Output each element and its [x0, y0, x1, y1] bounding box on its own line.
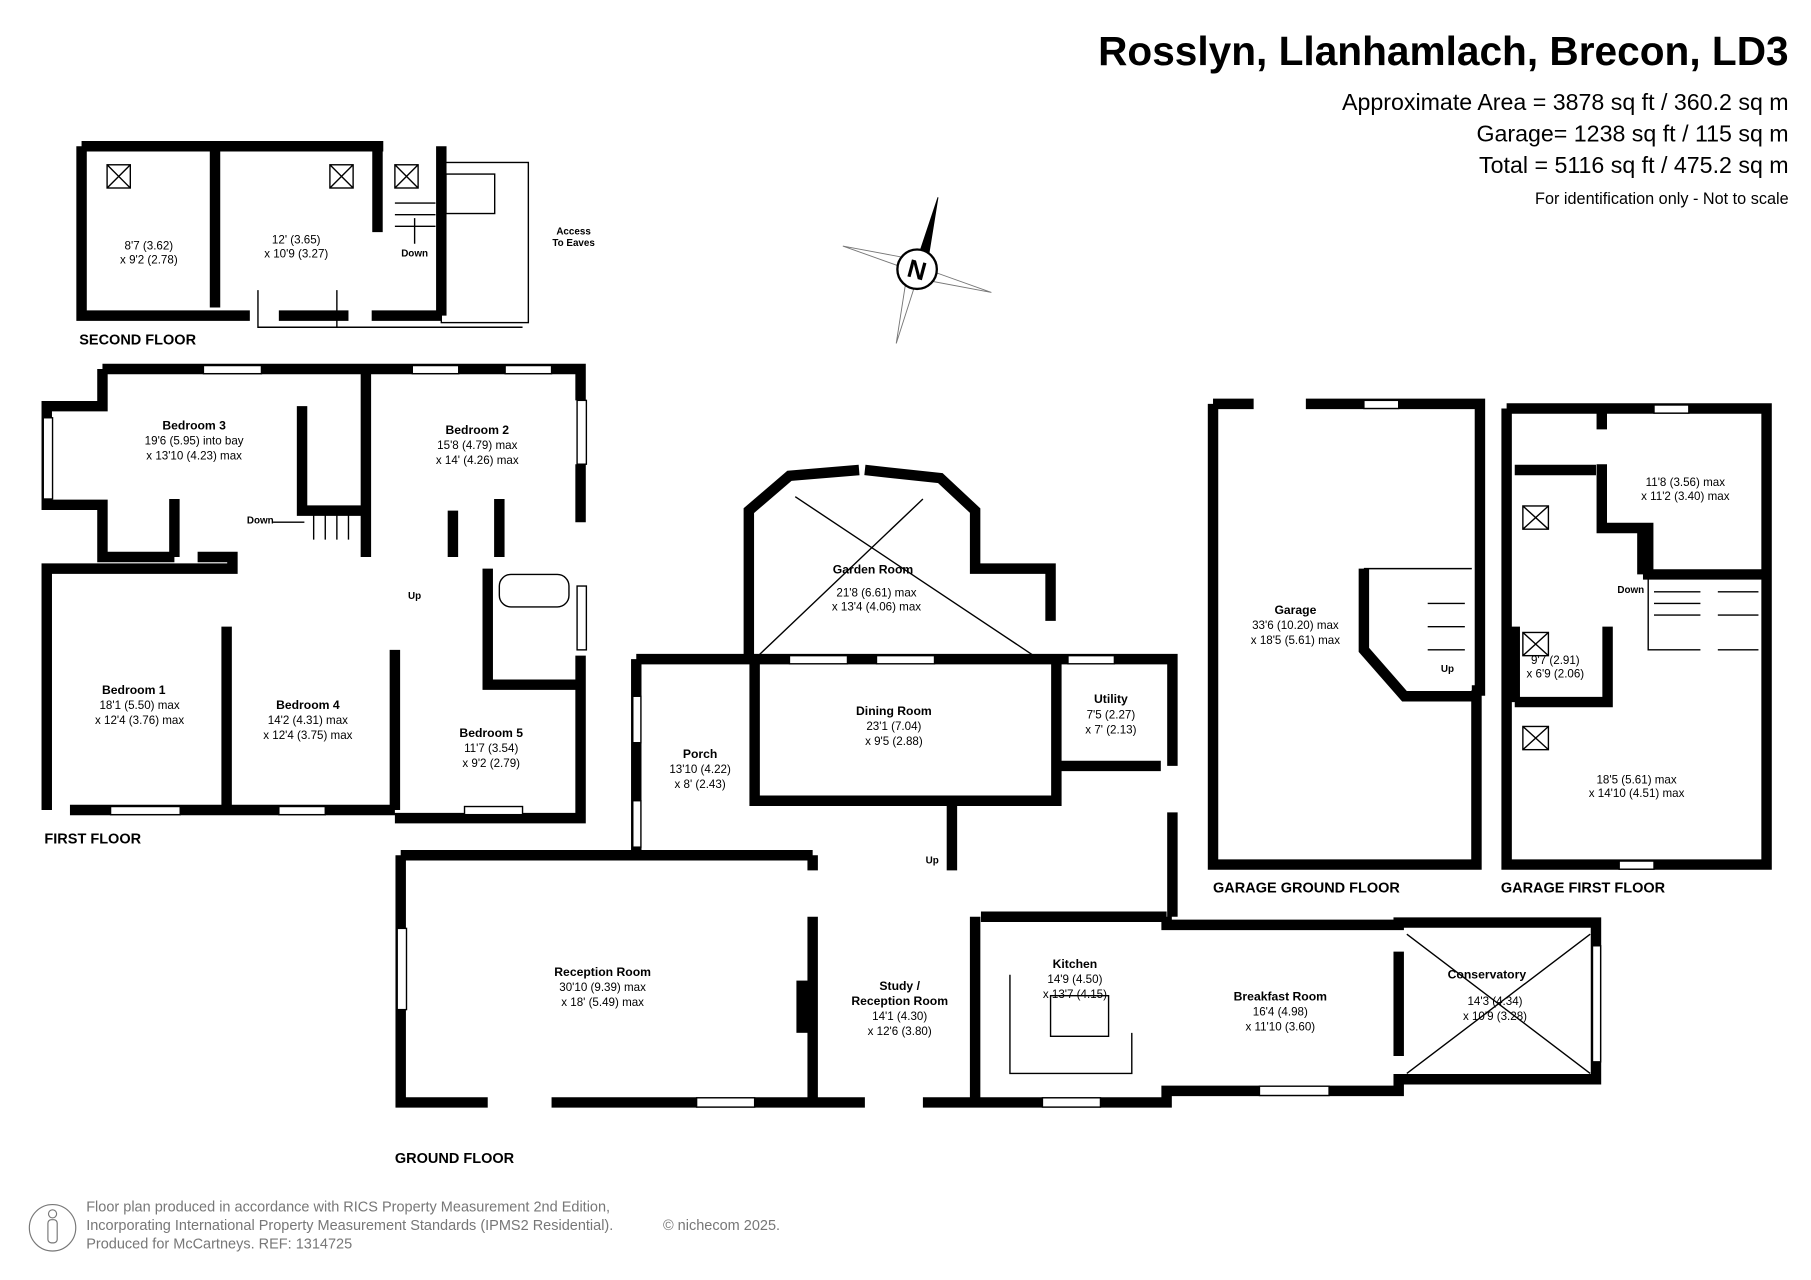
- second-room-b-dims: 12' (3.65): [272, 234, 321, 247]
- bedroom-4-dims: 14'2 (4.31) max: [268, 714, 348, 727]
- compass-icon: N: [842, 197, 992, 344]
- garage-dims: 33'6 (10.20) max: [1252, 619, 1339, 632]
- reception-room-label: Reception Room: [554, 965, 651, 979]
- floor-label-garage-first: GARAGE FIRST FLOOR: [1501, 880, 1666, 896]
- footer: Floor plan produced in accordance with R…: [28, 1200, 780, 1253]
- floor-label-ground: GROUND FLOOR: [395, 1151, 515, 1167]
- bedroom-5-dims-2: x 9'2 (2.79): [462, 757, 520, 770]
- header: Rosslyn, Llanhamlach, Brecon, LD3 Approx…: [1098, 28, 1789, 208]
- garage-label: Garage: [1274, 603, 1316, 617]
- bedroom-1-label: Bedroom 1: [102, 683, 166, 697]
- stairs-up-label: Up: [1441, 664, 1454, 675]
- person-logo-icon: [28, 1203, 77, 1252]
- conservatory-label: Conservatory: [1448, 967, 1527, 981]
- bedroom-2-dims: 15'8 (4.79) max: [437, 439, 517, 452]
- second-room-b-dims-2: x 10'9 (3.27): [264, 248, 328, 261]
- garden-room-dims: 21'8 (6.61) max: [836, 586, 916, 599]
- bedroom-1-dims: 18'1 (5.50) max: [99, 699, 179, 712]
- study-label: Study /: [879, 979, 920, 993]
- stairs-up-label: Up: [926, 855, 939, 866]
- breakfast-room-dims-2: x 11'10 (3.60): [1245, 1020, 1315, 1033]
- dining-room-label: Dining Room: [856, 704, 932, 718]
- utility-dims-2: x 7' (2.13): [1085, 723, 1136, 736]
- dining-room-dims-2: x 9'5 (2.88): [865, 735, 923, 748]
- stairs-up-label: Up: [408, 591, 421, 602]
- reception-room-dims: 30'10 (9.39) max: [559, 981, 646, 994]
- second-room-a-dims-2: x 9'2 (2.78): [120, 253, 178, 266]
- conservatory-dims-2: x 10'9 (3.28): [1463, 1010, 1527, 1023]
- conservatory-dims: 14'3 (4.34): [1467, 995, 1522, 1008]
- bedroom-3-dims: 19'6 (5.95) into bay: [145, 434, 244, 447]
- dining-room-dims: 23'1 (7.04): [866, 720, 921, 733]
- floor-label-garage-ground: GARAGE GROUND FLOOR: [1213, 880, 1400, 896]
- kitchen-label: Kitchen: [1053, 957, 1098, 971]
- footer-line-3: Produced for McCartneys. REF: 1314725: [86, 1237, 352, 1253]
- garage-first-room-a-dims: 11'8 (3.56) max: [1646, 476, 1726, 489]
- garage-first-room-b-dims-2: x 6'9 (2.06): [1527, 668, 1585, 681]
- porch-dims-2: x 8' (2.43): [675, 778, 726, 791]
- garage-first-room-c-dims: 18'5 (5.61) max: [1596, 773, 1676, 786]
- bedroom-2-label: Bedroom 2: [445, 423, 509, 437]
- approximate-area: Approximate Area = 3878 sq ft / 360.2 sq…: [1342, 89, 1789, 115]
- garage-first-room-c-dims-2: x 14'10 (4.51) max: [1589, 787, 1685, 800]
- breakfast-room-dims: 16'4 (4.98): [1253, 1005, 1308, 1018]
- utility-label: Utility: [1094, 692, 1128, 706]
- eaves-label: Access: [556, 226, 591, 237]
- garage-first-floor: 11'8 (3.56) max x 11'2 (3.40) max 9'7 (2…: [1501, 403, 1772, 896]
- bedroom-1-dims-2: x 12'4 (3.76) max: [95, 714, 184, 727]
- bedroom-3-dims-2: x 13'10 (4.23) max: [146, 450, 242, 463]
- floor-label-second: SECOND FLOOR: [79, 333, 196, 349]
- breakfast-room-label: Breakfast Room: [1234, 989, 1328, 1003]
- garage-first-room-a-dims-2: x 11'2 (3.40) max: [1641, 490, 1730, 503]
- study-dims-2: x 12'6 (3.80): [868, 1025, 932, 1038]
- utility-dims: 7'5 (2.27): [1087, 708, 1136, 721]
- bedroom-5-label: Bedroom 5: [459, 726, 523, 740]
- stairs-down-label: Down: [401, 248, 428, 259]
- garage-dims-2: x 18'5 (5.61) max: [1251, 634, 1340, 647]
- copyright: © nichecom 2025.: [663, 1218, 780, 1234]
- stairs-down-label: Down: [247, 515, 274, 526]
- reception-room-dims-2: x 18' (5.49) max: [561, 996, 644, 1009]
- property-title: Rosslyn, Llanhamlach, Brecon, LD3: [1098, 28, 1789, 74]
- garage-ground-floor: Garage 33'6 (10.20) max x 18'5 (5.61) ma…: [1207, 398, 1486, 896]
- porch-label: Porch: [683, 747, 718, 761]
- ground-floor: Garden Room 21'8 (6.61) max x 13'4 (4.06…: [395, 464, 1602, 1167]
- bedroom-2-dims-2: x 14' (4.26) max: [436, 454, 519, 467]
- second-floor: 8'7 (3.62) x 9'2 (2.78) 12' (3.65) x 10'…: [76, 140, 595, 349]
- bedroom-4-label: Bedroom 4: [276, 698, 340, 712]
- disclaimer: For identification only - Not to scale: [1535, 190, 1789, 208]
- porch-dims: 13'10 (4.22): [669, 763, 731, 776]
- footer-line-2: Incorporating International Property Mea…: [86, 1218, 613, 1234]
- footer-line-1: Floor plan produced in accordance with R…: [86, 1200, 610, 1216]
- first-floor: Bedroom 3 19'6 (5.95) into bay x 13'10 (…: [41, 363, 588, 848]
- total-area: Total = 5116 sq ft / 475.2 sq m: [1479, 152, 1789, 178]
- second-room-a-dims: 8'7 (3.62): [125, 240, 174, 253]
- bedroom-5-dims: 11'7 (3.54): [464, 742, 518, 755]
- stairs-down-label: Down: [1617, 585, 1644, 596]
- garage-first-room-b-dims: 9'7 (2.91): [1531, 654, 1580, 667]
- bedroom-4-dims-2: x 12'4 (3.75) max: [263, 729, 352, 742]
- study-dims: 14'1 (4.30): [872, 1010, 927, 1023]
- kitchen-dims: 14'9 (4.50): [1047, 973, 1102, 986]
- garden-room-label: Garden Room: [833, 562, 914, 576]
- garage-area: Garage= 1238 sq ft / 115 sq m: [1476, 121, 1788, 147]
- garden-room-dims-2: x 13'4 (4.06) max: [832, 600, 921, 613]
- eaves-label-2: To Eaves: [552, 238, 595, 249]
- floor-label-first: FIRST FLOOR: [44, 832, 141, 848]
- kitchen-dims-2: x 13'7 (4.15): [1043, 988, 1107, 1001]
- bedroom-3-label: Bedroom 3: [162, 418, 226, 432]
- study-label-2: Reception Room: [851, 994, 948, 1008]
